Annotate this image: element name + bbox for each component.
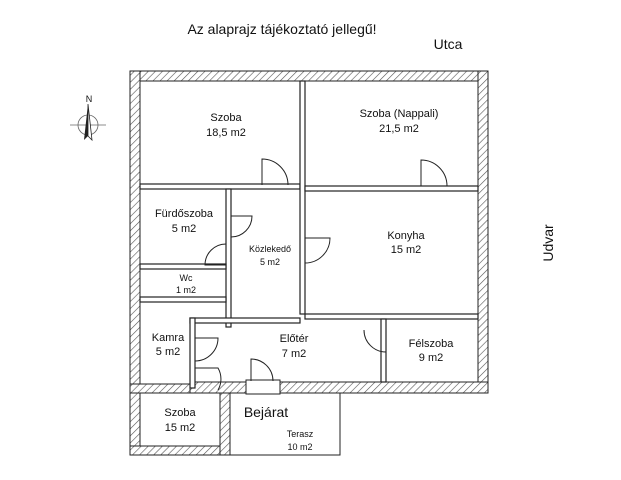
street-label: Utca bbox=[434, 36, 463, 52]
room-szoba2-area: 15 m2 bbox=[165, 422, 196, 434]
compass-icon: N bbox=[70, 94, 106, 142]
door-felszoba bbox=[363, 329, 387, 353]
door-furdoszoba bbox=[230, 215, 253, 238]
door-nappali bbox=[420, 159, 448, 187]
door-room-below bbox=[195, 367, 222, 391]
room-kamra-name: Kamra bbox=[152, 332, 185, 344]
room-kamra-area: 5 m2 bbox=[156, 346, 180, 358]
door-entrance bbox=[250, 358, 274, 382]
room-nappali-area: 21,5 m2 bbox=[379, 123, 419, 135]
door-wc bbox=[204, 243, 227, 266]
room-kozlekedo-name: Közlekedő bbox=[249, 244, 291, 254]
room-terasz-area: 10 m2 bbox=[287, 442, 312, 452]
room-szoba2-name: Szoba bbox=[164, 407, 196, 419]
room-eloter-area: 7 m2 bbox=[282, 348, 306, 360]
room-szoba-area: 18,5 m2 bbox=[206, 127, 246, 139]
courtyard-label: Udvar bbox=[540, 224, 556, 262]
room-nappali-name: Szoba (Nappali) bbox=[360, 108, 439, 120]
room-felszoba-area: 9 m2 bbox=[419, 352, 443, 364]
room-wc-name: Wc bbox=[180, 273, 193, 283]
door-swings bbox=[194, 158, 448, 391]
room-kozlekedo-area: 5 m2 bbox=[260, 257, 280, 267]
entrance-opening bbox=[245, 379, 281, 395]
room-konyha-area: 15 m2 bbox=[391, 244, 422, 256]
room-felszoba-name: Félszoba bbox=[409, 338, 455, 350]
interior-walls bbox=[139, 80, 479, 389]
room-szoba-name: Szoba bbox=[210, 112, 242, 124]
room-wc-area: 1 m2 bbox=[176, 285, 196, 295]
door-szoba bbox=[261, 158, 289, 186]
terrace-outline bbox=[229, 392, 341, 456]
compass-north-label: N bbox=[86, 94, 93, 104]
disclaimer-text: Az alaprajz tájékoztató jellegű! bbox=[187, 21, 376, 37]
room-konyha-name: Konyha bbox=[387, 230, 425, 242]
room-eloter-name: Előtér bbox=[280, 333, 309, 345]
room-furdoszoba-name: Fürdőszoba bbox=[155, 208, 214, 220]
entrance-label: Bejárat bbox=[244, 404, 288, 420]
door-konyha bbox=[304, 237, 331, 264]
room-terasz-name: Terasz bbox=[287, 429, 314, 439]
door-kamra bbox=[194, 337, 219, 362]
room-furdoszoba-area: 5 m2 bbox=[172, 223, 196, 235]
